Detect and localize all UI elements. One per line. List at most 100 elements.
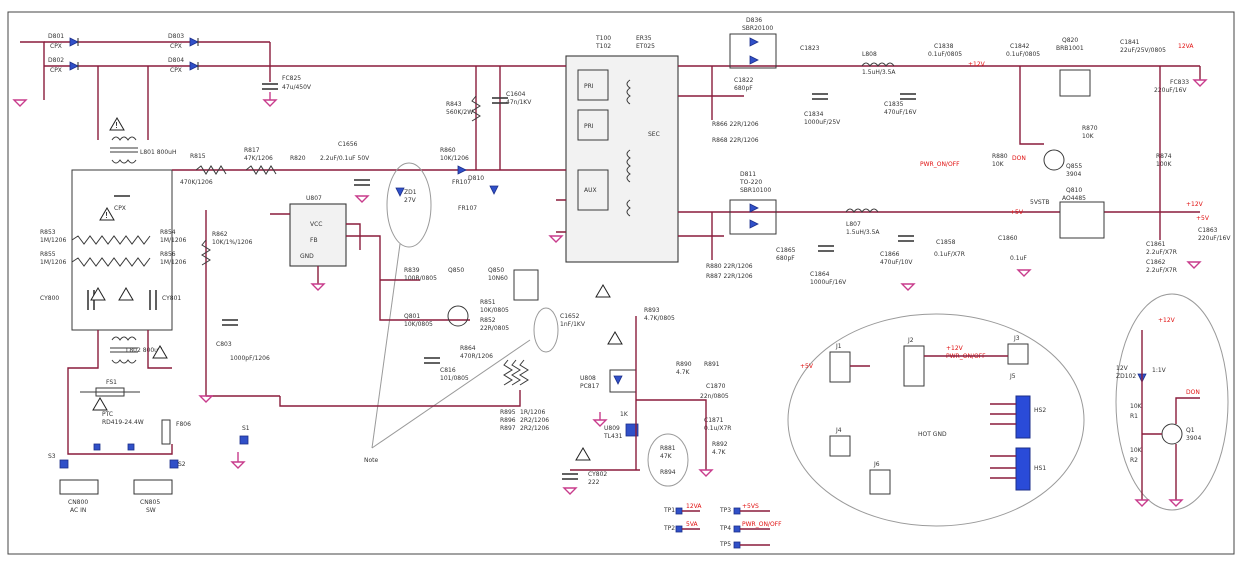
- resistor-r843: [471, 95, 481, 122]
- net-5v-mid: +5V: [1010, 209, 1024, 216]
- diode-fr107: [457, 165, 467, 175]
- main-transformer: [565, 55, 679, 263]
- choke1-wires: [97, 66, 149, 140]
- connector-cn800: [59, 479, 99, 495]
- bridge-diode-3: [189, 37, 199, 47]
- r866-label: R866 22R/1206: [712, 121, 759, 128]
- net-5v-right: +5V: [1196, 215, 1210, 222]
- connector-j6: [869, 469, 891, 495]
- r891-ref: R891: [704, 361, 720, 368]
- q1-ref: Q1: [1186, 427, 1195, 434]
- s2-label: S2: [178, 461, 186, 468]
- warning-triangle-9: [575, 447, 591, 461]
- r851-ref: R851: [480, 299, 496, 306]
- bridge-diode-1: [69, 37, 79, 47]
- r862-ref: R862: [212, 231, 228, 238]
- zd-right-note: 1:1V: [1152, 367, 1167, 374]
- q850-ref: Q850: [488, 267, 504, 274]
- ground-symbol-left: [12, 99, 28, 107]
- r892-ref: R892: [712, 441, 728, 448]
- testpoint-wires: [682, 510, 770, 546]
- bridge-diode-4: [189, 61, 199, 71]
- transformer-ref-2: T102: [595, 43, 611, 50]
- j3-sub: J5: [1009, 373, 1016, 380]
- switch-s3: [59, 459, 69, 469]
- c1860-val: 0.1uF: [1010, 255, 1027, 262]
- r852-val: 22R/0805: [480, 325, 509, 332]
- note-leader-2: [371, 339, 531, 449]
- r870-val: 10K: [1082, 133, 1095, 140]
- cn800-label: CN800: [68, 499, 88, 506]
- q850-val: 10N60: [488, 275, 508, 282]
- net-don: DON: [1012, 155, 1026, 162]
- q810-val: AO4485: [1062, 195, 1086, 202]
- bulk-cap-value: 47u/450V: [282, 84, 312, 91]
- output-12v-rail: [711, 65, 1200, 120]
- c1834-val: 1000uF/25V: [804, 119, 841, 126]
- r1-val: 10K: [1130, 403, 1143, 410]
- r880b-label: R880 22R/1206: [706, 263, 753, 270]
- connector-area-oval: [787, 313, 1085, 527]
- c803-val: 1000pF/1206: [230, 355, 270, 362]
- highlight-oval-snubber: [533, 307, 559, 353]
- bridge-sub-3: CPX: [170, 43, 182, 50]
- ground-symbol-c1656: [354, 195, 370, 203]
- tp2-ref: TP2: [663, 525, 675, 532]
- net-5vstb-mid: 5VSTB: [1030, 199, 1050, 206]
- r855-ref: R855: [40, 251, 56, 258]
- q850-ref-label: Q850: [448, 267, 464, 274]
- connector-j2: [903, 345, 925, 387]
- r870-ref: R870: [1082, 125, 1098, 132]
- net-12v-right: +12V: [1186, 201, 1204, 208]
- secondary-coils: [626, 79, 631, 217]
- c1861-ref: C1861: [1146, 241, 1166, 248]
- r890-val: 4.7K: [676, 369, 691, 376]
- output-5v-rail: [711, 211, 1200, 260]
- c1835-ref: C1835: [884, 101, 904, 108]
- warning-triangle-3: [90, 287, 106, 301]
- c803-ref: C803: [216, 341, 232, 348]
- q801-ref: Q801: [404, 313, 420, 320]
- cy800-label: CY800: [40, 295, 59, 302]
- choke2-label: L802 800uH: [126, 347, 162, 354]
- transistor-q855: [1043, 149, 1065, 171]
- common-mode-choke-1: [110, 136, 138, 164]
- pwm-controller-ic: [289, 203, 347, 267]
- ground-symbol-xfmr: [548, 235, 564, 243]
- u809-ref: U809: [604, 425, 620, 432]
- connector-j1: [829, 351, 851, 383]
- r854-ref: R854: [160, 229, 176, 236]
- fuse-symbol: [95, 387, 125, 397]
- q820-val: BRB1001: [1056, 45, 1084, 52]
- r860-val: 10K/1206: [440, 155, 469, 162]
- j1-ref: J1: [835, 343, 842, 350]
- d810-ref: D810: [468, 175, 484, 182]
- d836-ref: D836: [746, 17, 762, 24]
- warning-mark-1: !: [115, 121, 118, 130]
- hs2-ref: HS2: [1034, 407, 1046, 414]
- net-pwr-ctrl: PWR_ON/OFF: [920, 161, 960, 168]
- r880-ref: R880: [992, 153, 1008, 160]
- u809-val: TL431: [603, 433, 623, 440]
- c1652-ref: C1652: [560, 313, 580, 320]
- tp2-net: 5VA: [686, 521, 699, 528]
- bridge-sub-4: CPX: [170, 67, 182, 74]
- inductor-l808: [861, 62, 895, 67]
- mosfet-q810: [1059, 201, 1105, 239]
- diode-d810: [489, 185, 499, 195]
- r815-ref: R815: [190, 153, 206, 160]
- r854-val: 1M/1206: [160, 237, 186, 244]
- r2-val: 10K: [1130, 447, 1143, 454]
- highlight-oval-zener: [386, 162, 432, 248]
- winding-label-pri-2: PRI: [584, 123, 594, 130]
- cn800-value: AC IN: [70, 507, 86, 514]
- heatsink-hs2: [1015, 395, 1031, 439]
- ptc-value: RD419-24.4W: [102, 419, 144, 426]
- testpoint-tp3: [733, 507, 741, 515]
- bridge-label-3: D803: [168, 33, 184, 40]
- ic-pin-fb: FB: [310, 237, 318, 244]
- heatsink-hs1: [1015, 447, 1031, 491]
- c1862-ref: C1862: [1146, 259, 1166, 266]
- note-leader-1: [371, 243, 401, 449]
- bridge-sub-1: CPX: [50, 43, 62, 50]
